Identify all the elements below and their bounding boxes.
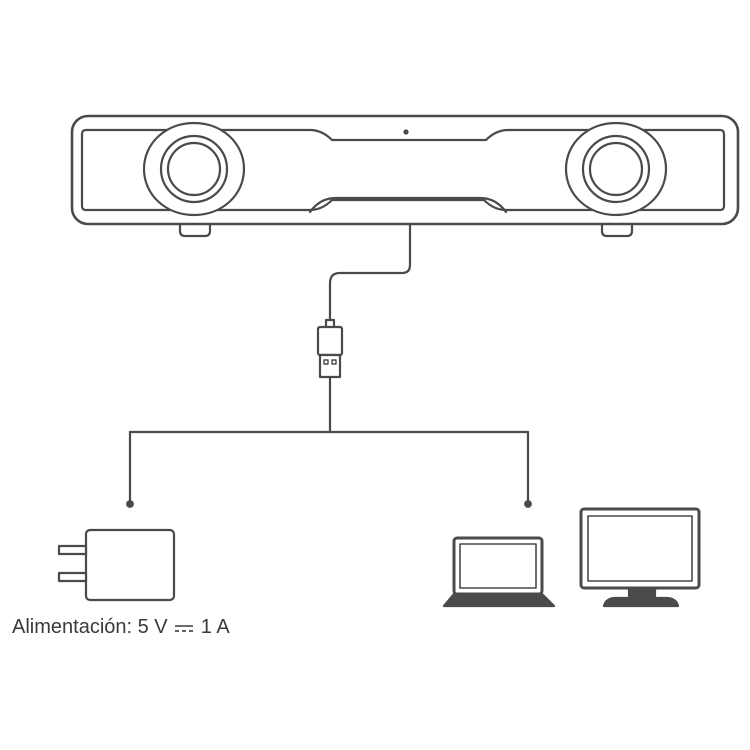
power-adapter-icon [57,528,176,602]
usb-cable [328,223,412,324]
power-spec-prefix: Alimentación: 5 V [12,616,168,638]
monitor-icon [579,507,701,608]
usb-plug-icon [316,318,344,379]
power-spec-suffix: 1 A [200,616,230,638]
laptop-icon [442,536,556,608]
dc-current-icon [175,624,194,632]
connection-lines [126,375,532,508]
soundbar-icon [70,114,740,238]
power-spec-label: Alimentación: 5 V 1 A [12,616,230,639]
